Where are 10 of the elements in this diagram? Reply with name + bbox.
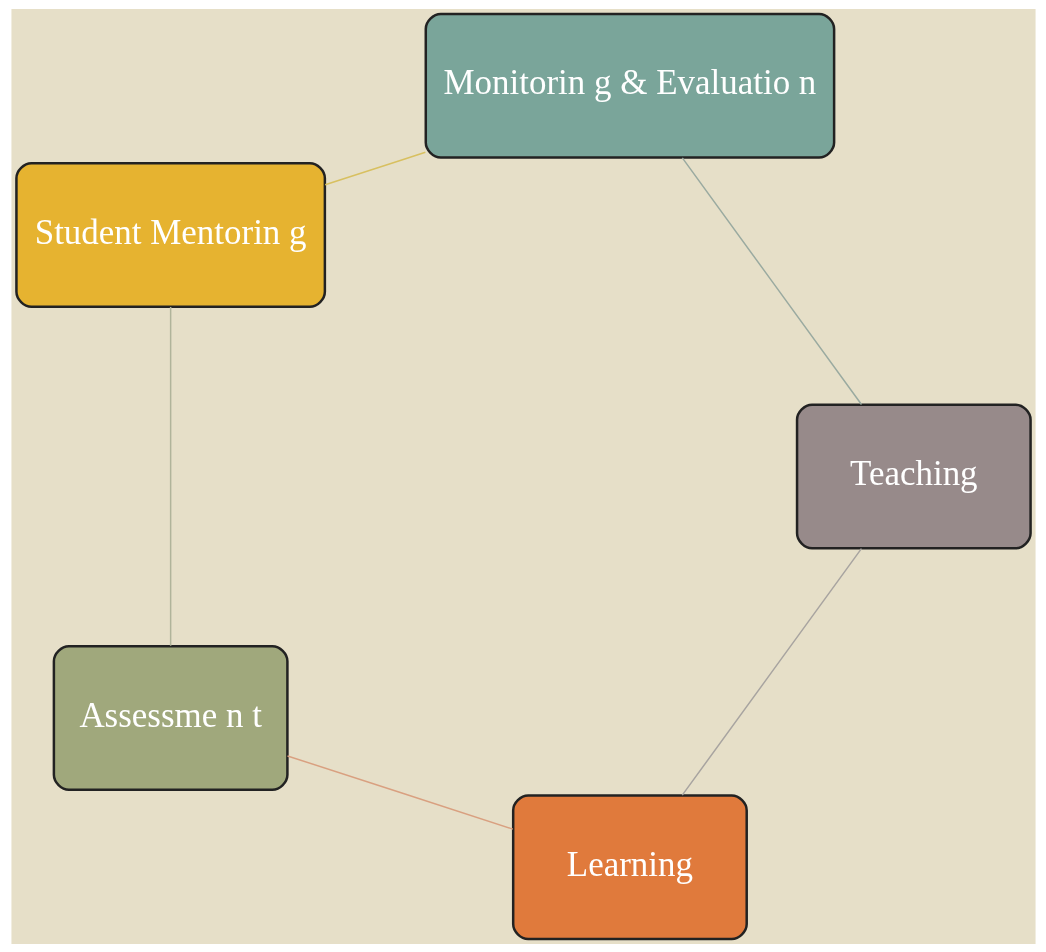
connector [286, 754, 514, 830]
node-box: Monitorin g & Evaluatio n [424, 12, 835, 159]
node-box: Teaching [795, 402, 1032, 550]
connector [681, 547, 862, 796]
node-box: Learning [511, 793, 748, 940]
node-box: Assessme n t [52, 644, 289, 791]
connector [323, 151, 426, 186]
connector [169, 305, 171, 646]
connector [681, 156, 862, 405]
node-box: Student Mentorin g [14, 161, 326, 308]
